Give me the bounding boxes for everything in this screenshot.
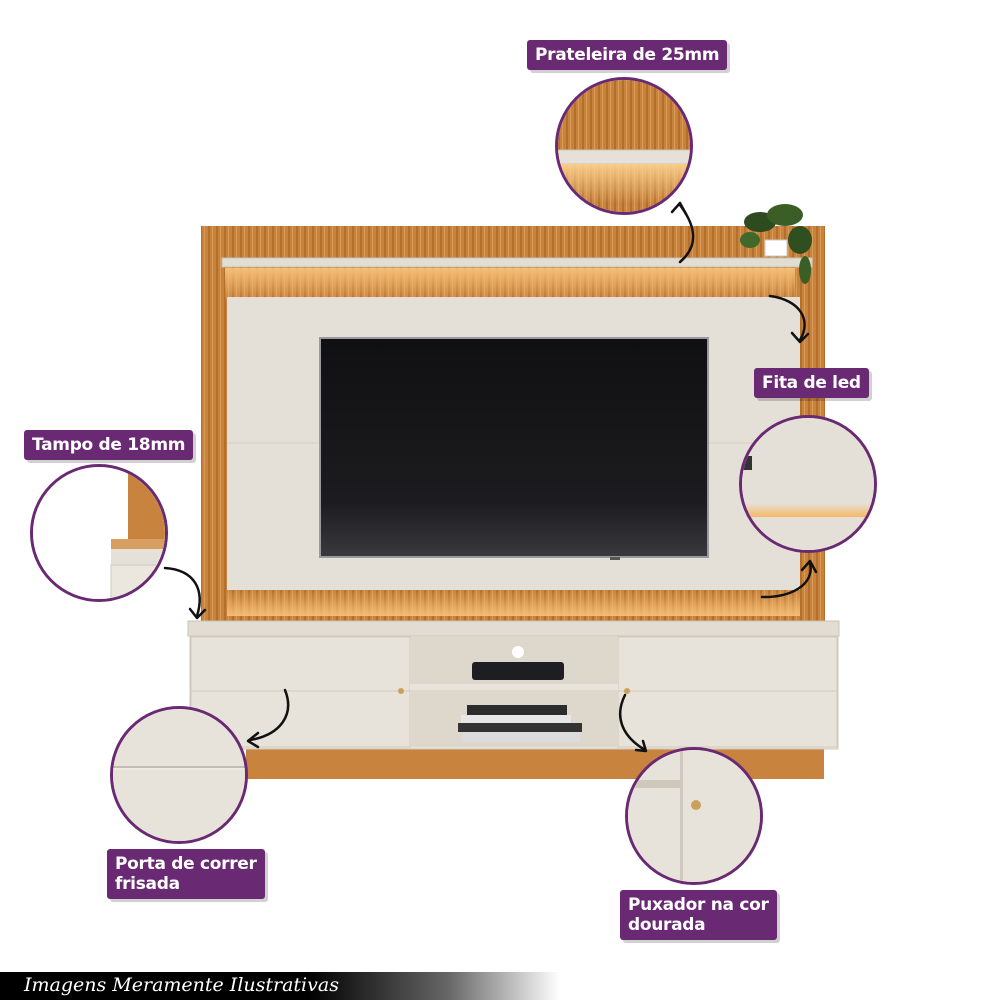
callout-fita-de-led: Fita de led	[754, 368, 869, 398]
callout-porta-de-correr: Porta de correr frisada	[107, 849, 265, 899]
plant-icon	[740, 204, 812, 284]
callout-tampo: Tampo de 18mm	[24, 430, 194, 460]
tv-screen	[319, 337, 709, 558]
top-shelf	[221, 257, 813, 268]
led-glow-top	[225, 268, 795, 302]
zoom-led-detail	[739, 415, 877, 553]
gold-handle-left	[398, 688, 404, 694]
zoom-handle-detail	[625, 747, 763, 885]
gold-handle-right	[624, 688, 630, 694]
zoom-top-detail	[30, 464, 168, 602]
led-glow-bottom	[227, 590, 800, 616]
zoom-door-detail	[110, 706, 248, 844]
callout-puxador: Puxador na cor dourada	[620, 890, 777, 940]
tv-receiver	[472, 662, 564, 680]
callout-prateleira: Prateleira de 25mm	[527, 40, 728, 70]
footer-bar	[0, 972, 560, 1000]
footer-disclaimer: Imagens Meramente Ilustrativas	[24, 974, 339, 996]
rack-top	[187, 620, 840, 637]
books	[458, 705, 582, 742]
right-sliding-door	[617, 636, 838, 748]
zoom-shelf-detail	[555, 77, 693, 215]
